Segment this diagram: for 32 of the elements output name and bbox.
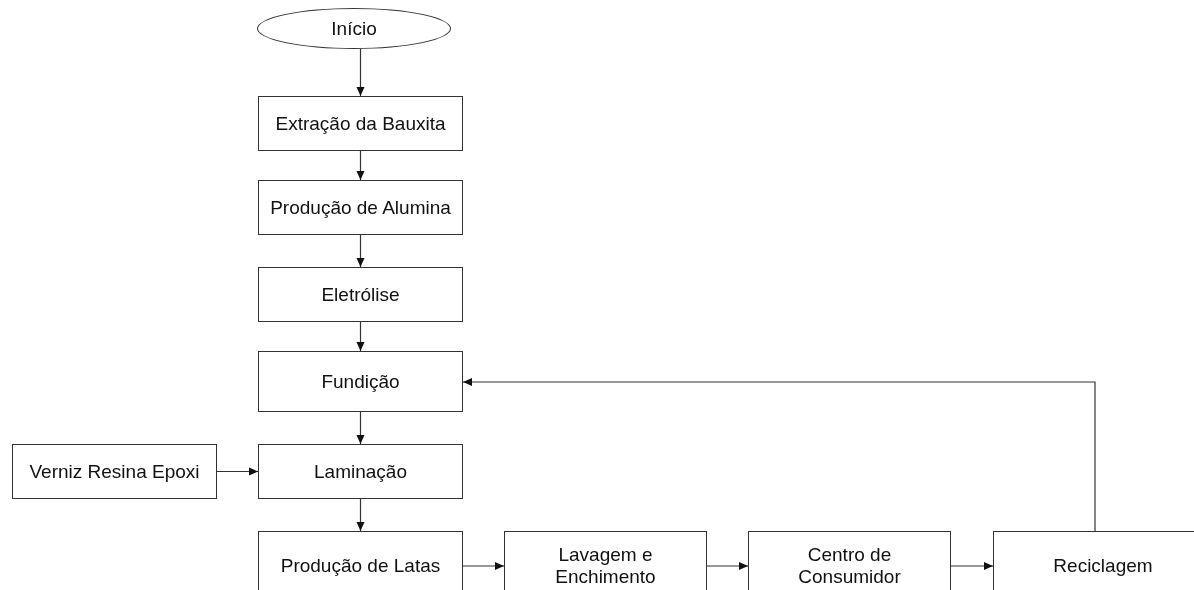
arrow: [356, 498, 365, 532]
node-label: Laminação: [314, 460, 407, 483]
node-label: Início: [331, 17, 377, 40]
node-label: Verniz Resina Epoxi: [29, 460, 200, 483]
node-label: Extração da Bauxita: [275, 112, 446, 135]
arrow: [706, 562, 749, 570]
arrow: [356, 48, 365, 97]
process-box: [258, 531, 463, 590]
process-box: [12, 444, 217, 499]
node-label: Fundição: [321, 370, 400, 393]
process-box: [258, 351, 463, 412]
arrow: [462, 562, 505, 570]
process-box: [258, 444, 463, 499]
node-label: Produção de Alumina: [270, 196, 451, 219]
node-label: Centro de Consumidor: [797, 544, 902, 588]
arrow: [356, 234, 365, 268]
arrow: [462, 378, 1096, 532]
process-box: [258, 96, 463, 151]
node-label: Produção de Latas: [280, 555, 441, 577]
arrow: [216, 467, 259, 476]
process-box: [993, 531, 1194, 590]
arrow: [356, 411, 365, 445]
node-label: Reciclagem: [1053, 555, 1153, 577]
process-box: [258, 180, 463, 235]
arrow: [356, 150, 365, 181]
process-box: [748, 531, 951, 590]
process-box: [504, 531, 707, 590]
node-label: Eletrólise: [321, 283, 400, 306]
arrow: [950, 562, 994, 570]
node-label: Lavagem e Enchimento: [554, 544, 657, 588]
process-box: [258, 267, 463, 322]
arrow: [356, 321, 365, 352]
